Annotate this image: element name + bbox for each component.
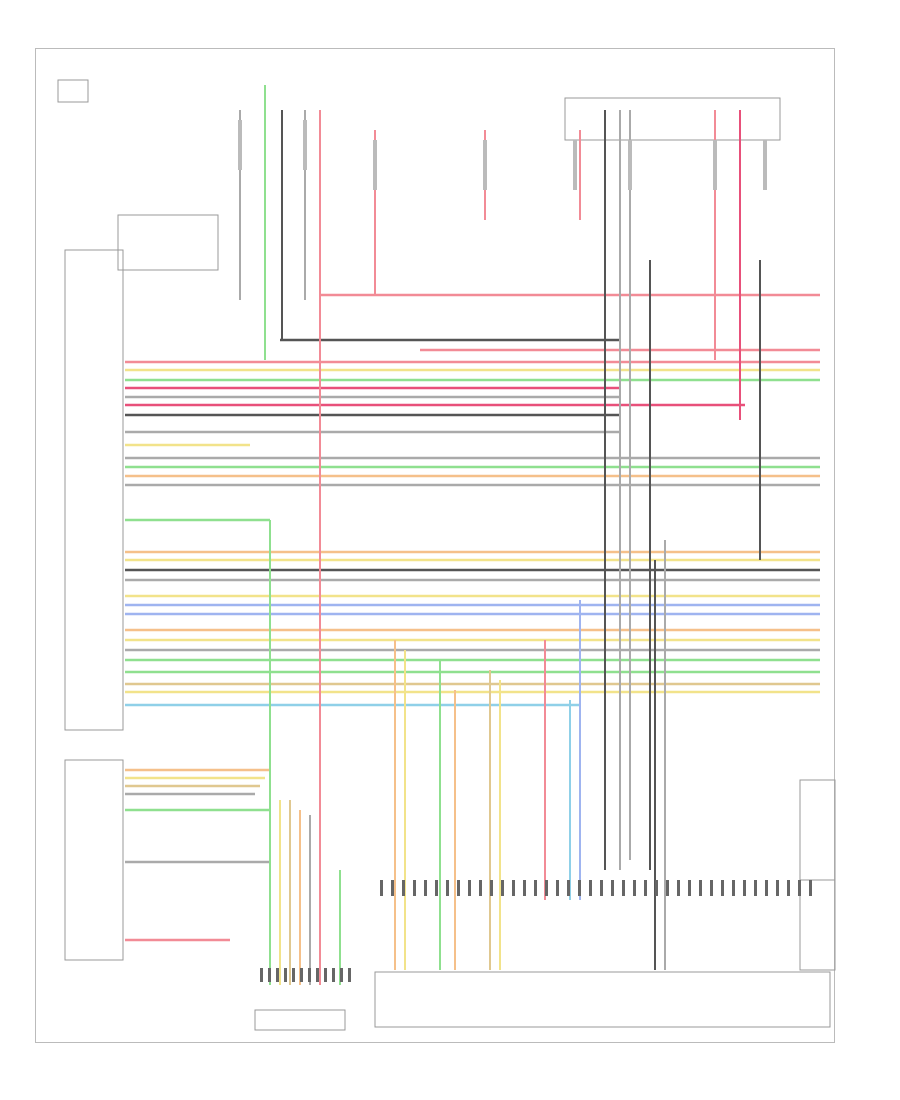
- connector-c1-pin-7: [316, 968, 319, 982]
- connector-pin-30: [710, 880, 713, 896]
- connector-pin-19: [589, 880, 592, 896]
- radio-module: [64, 249, 124, 731]
- amplifier-module: [64, 759, 124, 961]
- connector-pin-3: [413, 880, 416, 896]
- connector-pin-22: [622, 880, 625, 896]
- connector-pin-25: [655, 880, 658, 896]
- connector-pin-23: [633, 880, 636, 896]
- connector-pin-15: [545, 880, 548, 896]
- terminal-2: [373, 140, 377, 190]
- infotainment-connector-block: [374, 971, 831, 1028]
- connector-pin-5: [435, 880, 438, 896]
- connector-pin-35: [765, 880, 768, 896]
- connector-c1-pin-3: [284, 968, 287, 982]
- connector-pin-20: [600, 880, 603, 896]
- connector-pin-29: [699, 880, 702, 896]
- connector-pin-38: [798, 880, 801, 896]
- connector-pin-14: [534, 880, 537, 896]
- connector-pin-9: [479, 880, 482, 896]
- connector-pin-11: [501, 880, 504, 896]
- connector-pin-36: [776, 880, 779, 896]
- relay-box: [117, 214, 219, 271]
- connector-pin-27: [677, 880, 680, 896]
- speaker-unit: [799, 779, 836, 881]
- connector-pin-21: [611, 880, 614, 896]
- connector-pin-24: [644, 880, 647, 896]
- connector-pin-17: [567, 880, 570, 896]
- terminal-1: [303, 120, 307, 170]
- connector-pin-8: [468, 880, 471, 896]
- connector-pin-13: [523, 880, 526, 896]
- terminal-0: [238, 120, 242, 170]
- connector-c1-pin-6: [308, 968, 311, 982]
- connector-pin-33: [743, 880, 746, 896]
- connector-pin-2: [402, 880, 405, 896]
- terminal-5: [713, 140, 717, 190]
- connector-pin-26: [666, 880, 669, 896]
- connector-pin-32: [732, 880, 735, 896]
- connector-pin-7: [457, 880, 460, 896]
- connector-c1-pin-5: [300, 968, 303, 982]
- connector-c1-pin-2: [276, 968, 279, 982]
- junction-block: [564, 97, 781, 141]
- connector-c1: [254, 1009, 346, 1031]
- connector-pin-16: [556, 880, 559, 896]
- connector-pin-37: [787, 880, 790, 896]
- connector-pin-1: [391, 880, 394, 896]
- connector-pin-12: [512, 880, 515, 896]
- connector-pin-0: [380, 880, 383, 896]
- connector-c1-pin-10: [340, 968, 343, 982]
- connector-pin-6: [446, 880, 449, 896]
- terminal-6: [763, 140, 767, 190]
- connector-pin-39: [809, 880, 812, 896]
- connector-pin-10: [490, 880, 493, 896]
- terminal-3: [483, 140, 487, 190]
- connector-c1-pin-0: [260, 968, 263, 982]
- connector-pin-4: [424, 880, 427, 896]
- connector-c1-pin-4: [292, 968, 295, 982]
- connector-c1-pin-9: [332, 968, 335, 982]
- connector-pin-31: [721, 880, 724, 896]
- connector-pin-18: [578, 880, 581, 896]
- antenna-module: [799, 879, 836, 971]
- fuse-box: [57, 79, 89, 103]
- connector-pin-34: [754, 880, 757, 896]
- diagram-frame: [35, 48, 835, 1043]
- connector-c1-pin-1: [268, 968, 271, 982]
- connector-c1-pin-8: [324, 968, 327, 982]
- connector-pin-28: [688, 880, 691, 896]
- terminal-7: [628, 140, 632, 190]
- connector-c1-pin-11: [348, 968, 351, 982]
- terminal-4: [573, 140, 577, 190]
